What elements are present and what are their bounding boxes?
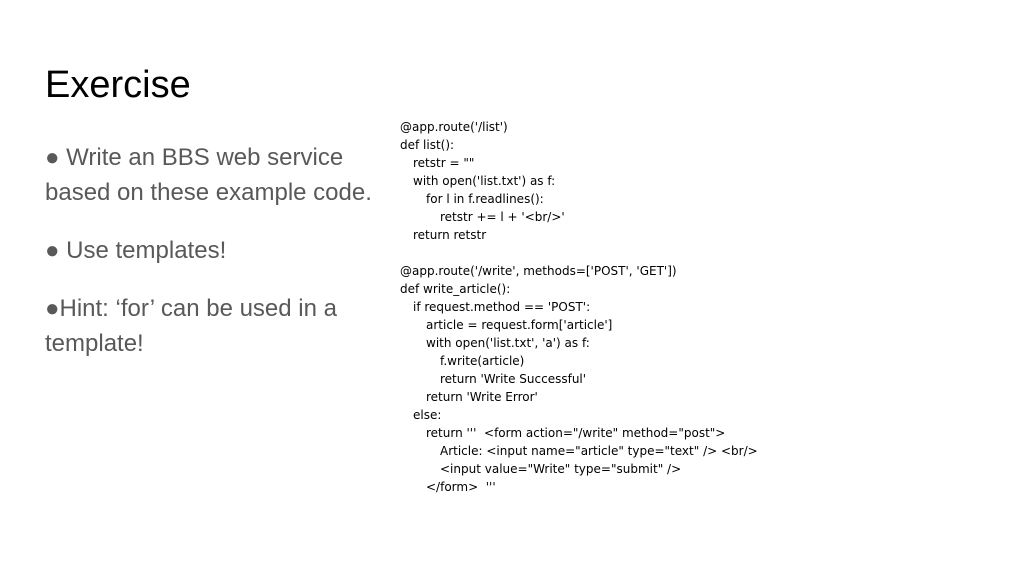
bullet-list: ● Write an BBS web service based on thes… <box>45 140 405 384</box>
bullet-item: ●Hint: ‘for’ can be used in a template! <box>45 291 405 361</box>
bullet-line: ● Write an BBS web service <box>45 144 344 171</box>
code-line: return 'Write Successful' <box>440 372 587 386</box>
code-block: @app.route('/write', methods=['POST', 'G… <box>400 262 1000 496</box>
code-line: </form> ''' <box>426 480 496 494</box>
code-line: article = request.form['article'] <box>426 318 613 332</box>
bullet-line: template! <box>45 330 144 357</box>
code-line: with open('list.txt', 'a') as f: <box>426 336 590 350</box>
code-line: @app.route('/list') <box>400 120 508 134</box>
code-line: f.write(article) <box>440 354 525 368</box>
bullet-item: ● Write an BBS web service based on thes… <box>45 140 405 210</box>
code-sample: @app.route('/list') def list(): retstr = "… <box>400 118 1000 496</box>
bullet-line: ●Hint: ‘for’ can be used in a <box>45 295 337 322</box>
bullet-line: based on these example code. <box>45 179 372 206</box>
code-line: return 'Write Error' <box>426 390 538 404</box>
code-line: if request.method == 'POST': <box>413 300 591 314</box>
code-line: with open('list.txt') as f: <box>413 174 556 188</box>
code-line: <input value="Write" type="submit" /> <box>440 462 682 476</box>
code-line: retstr += l + '<br/>' <box>440 210 565 224</box>
code-line: for l in f.readlines(): <box>426 192 544 206</box>
code-line: return ''' <form action="/write" method=… <box>426 426 726 440</box>
code-line: def list(): <box>400 138 455 152</box>
code-line: retstr = "" <box>413 156 475 170</box>
bullet-item: ● Use templates! <box>45 233 405 268</box>
code-line: def write_article(): <box>400 282 511 296</box>
code-block: @app.route('/list') def list(): retstr = "… <box>400 118 1000 244</box>
code-line: @app.route('/write', methods=['POST', 'G… <box>400 264 677 278</box>
slide-title: Exercise <box>45 64 191 106</box>
code-line: return retstr <box>413 228 487 242</box>
code-line: Article: <input name="article" type="tex… <box>440 444 758 458</box>
bullet-line: ● Use templates! <box>45 237 227 264</box>
code-line: else: <box>413 408 442 422</box>
